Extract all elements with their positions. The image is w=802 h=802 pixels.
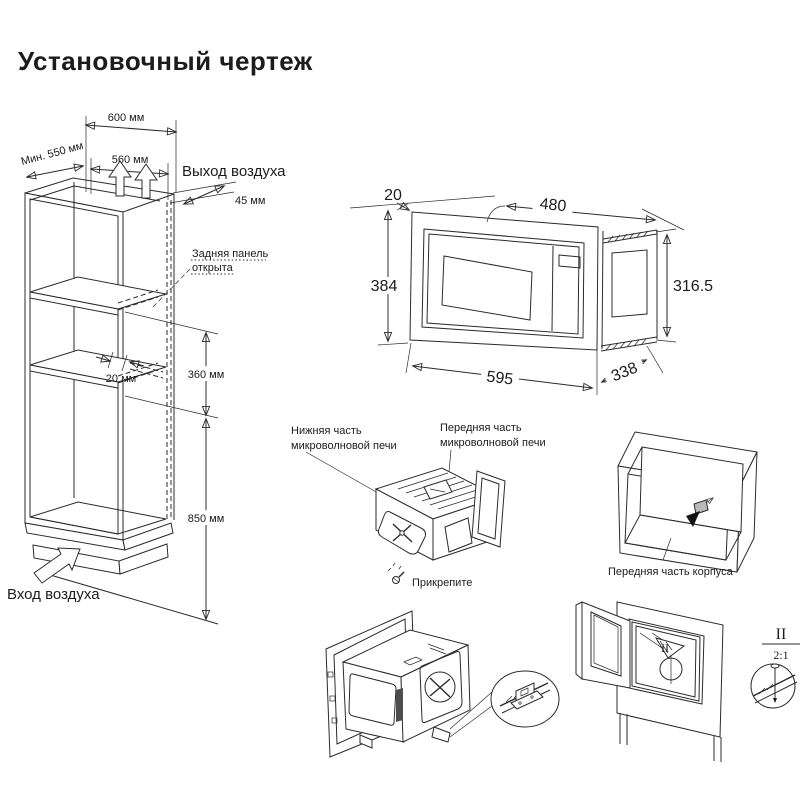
- cabinet-floor-height-label: 850 мм: [188, 513, 225, 525]
- back-panel-note-line1: Задняя панель: [192, 248, 269, 260]
- housing-drawing: Передняя часть корпуса: [608, 431, 758, 578]
- cabinet-min-depth-label: Мин. 550 мм: [20, 140, 85, 168]
- screw-detail-icon: [752, 663, 798, 704]
- attach-note-label: Прикрепите: [412, 577, 472, 589]
- oven-top-gap-label: 20: [384, 187, 402, 204]
- oven-assembly-drawing: Нижняя часть микроволновой печи Передняя…: [291, 422, 546, 589]
- page-title: Установочный чертеж: [18, 46, 313, 76]
- installed-oven-drawing: II: [575, 601, 724, 762]
- detail-marker-label: II: [661, 641, 669, 655]
- air-inlet-label: Вход воздуха: [7, 586, 100, 603]
- cabinet-top-width-label: 600 мм: [108, 112, 145, 124]
- oven-body-height-label: 316.5: [673, 278, 713, 295]
- assembly-bottom-label-line2: микроволновой печи: [291, 440, 397, 452]
- cabinet-back-gap-label: 20 мм: [106, 373, 136, 385]
- air-inlet-arrow-icon: [33, 547, 81, 584]
- bracket-detail: [499, 682, 551, 714]
- cabinet-niche-height-label: 360 мм: [188, 369, 225, 381]
- assembly-front-label-line1: Передняя часть: [440, 422, 522, 434]
- oven-front-width-label: 595: [486, 368, 515, 388]
- cabinet-drawing: 600 мм Мин. 550 мм 560 мм Выход воздуха …: [7, 112, 286, 625]
- oven-inner-width-label: 480: [539, 196, 567, 216]
- attach-screw-icon: [387, 562, 405, 584]
- oven-front-height-label: 384: [371, 278, 398, 295]
- cabinet-top-rail-label: 45 мм: [235, 195, 265, 207]
- assembly-bottom-label-line1: Нижняя часть: [291, 425, 362, 437]
- air-outlet-label: Выход воздуха: [182, 163, 286, 180]
- housing-front-label: Передняя часть корпуса: [608, 566, 734, 578]
- legend-label: II: [776, 626, 787, 643]
- oven-mounting-drawing: [325, 610, 560, 758]
- legend-scale-label: 2:1: [773, 648, 788, 662]
- detail-legend: II 2:1: [750, 626, 800, 709]
- oven-dimensions-drawing: 20 384 480 316.5: [349, 187, 713, 395]
- air-outlet-arrow-icon: [108, 160, 158, 199]
- mesh-shelf: [624, 514, 742, 561]
- back-panel-note-line2: открыта: [192, 262, 234, 274]
- insert-arrow-icon: [686, 511, 700, 527]
- assembly-front-label-line2: микроволновой печи: [440, 437, 546, 449]
- mounting-part: [693, 499, 709, 515]
